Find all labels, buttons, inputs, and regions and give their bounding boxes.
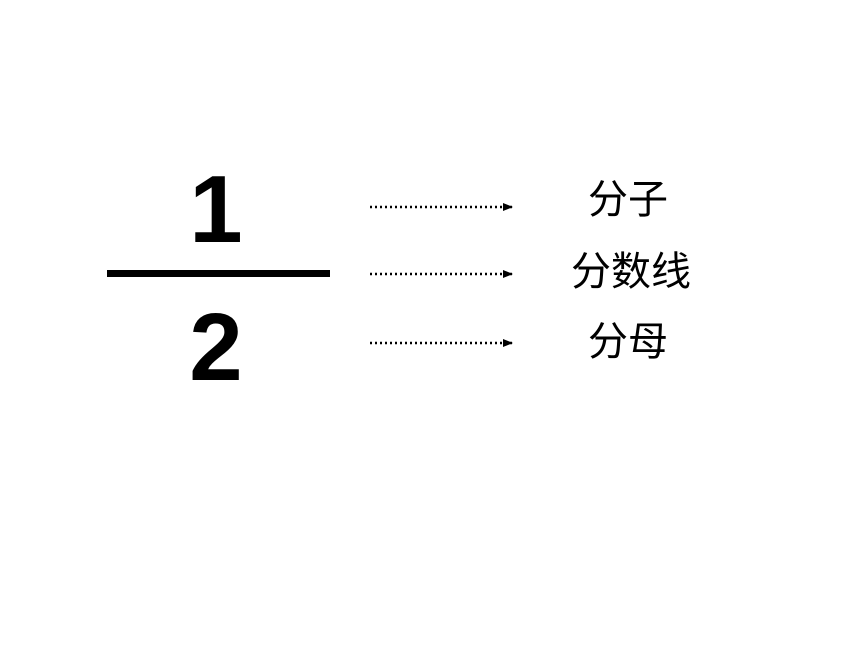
denominator-label: 分母 [588, 319, 668, 365]
numerator-label: 分子 [588, 177, 668, 223]
denominator-digit: 2 [189, 294, 243, 401]
fraction-bar [107, 270, 330, 277]
fraction-bar-label: 分数线 [571, 249, 691, 295]
numerator-digit: 1 [189, 156, 243, 263]
